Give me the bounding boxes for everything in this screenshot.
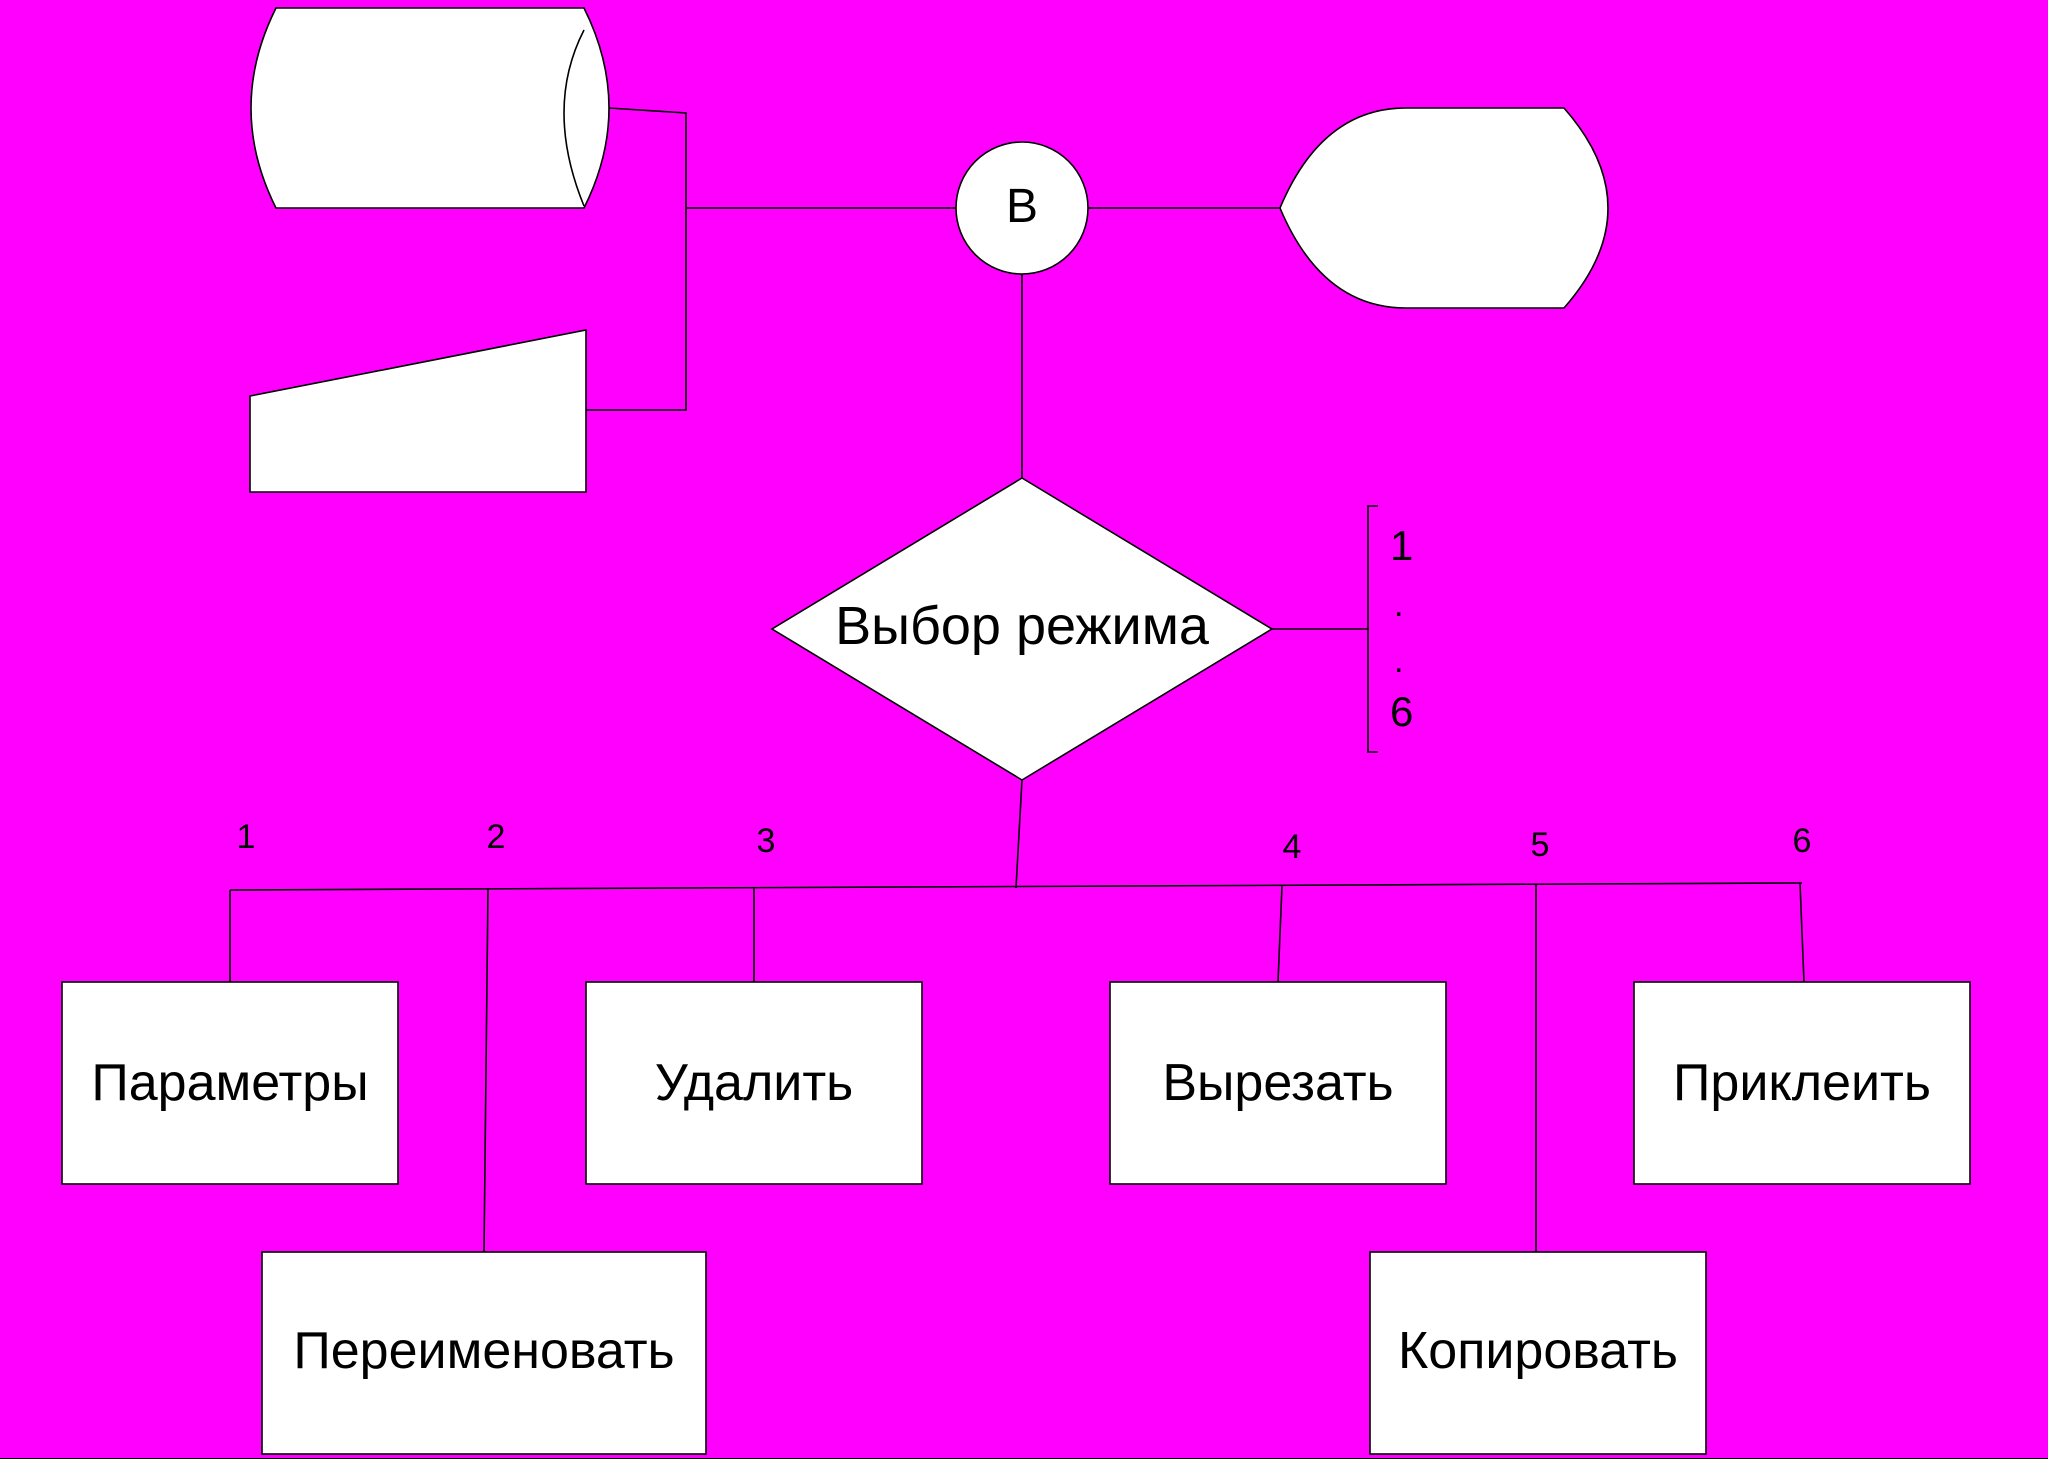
branch-number-2: 2 bbox=[487, 818, 506, 856]
box-rename-label: Переименовать bbox=[293, 1322, 674, 1380]
branch-number-3: 3 bbox=[757, 822, 776, 860]
stored-data-inner-curve bbox=[563, 29, 585, 207]
branch-number-4: 4 bbox=[1283, 828, 1302, 866]
box-rename bbox=[261, 1251, 707, 1455]
decision-label: Выбор режима bbox=[835, 596, 1210, 656]
range-start: 1 bbox=[1390, 522, 1413, 569]
range-bracket bbox=[1367, 505, 1378, 753]
box-copy-label: Копировать bbox=[1398, 1322, 1678, 1380]
line-branch-6 bbox=[1799, 882, 1805, 983]
line-decision-down bbox=[1015, 779, 1023, 889]
range-dot-1: . bbox=[1394, 586, 1403, 624]
line-branch-2 bbox=[483, 888, 489, 1253]
manual-input-shape bbox=[249, 329, 587, 493]
decision-diamond bbox=[770, 477, 1274, 781]
display-shape bbox=[1279, 107, 1609, 309]
box-cut bbox=[1109, 981, 1447, 1185]
connector-circle bbox=[955, 141, 1089, 275]
box-delete-label: Удалить bbox=[655, 1054, 854, 1112]
box-paste bbox=[1633, 981, 1971, 1185]
branch-number-1: 1 bbox=[237, 818, 256, 856]
line-branch-4 bbox=[1277, 885, 1283, 983]
connector-label: В bbox=[1006, 180, 1038, 233]
box-params-label: Параметры bbox=[91, 1054, 368, 1112]
box-copy bbox=[1369, 1251, 1707, 1455]
box-delete bbox=[585, 981, 923, 1185]
range-dot-2: . bbox=[1394, 642, 1403, 680]
line-drum-to-bus bbox=[586, 107, 687, 411]
branch-number-6: 6 bbox=[1793, 822, 1812, 860]
stored-data-shape bbox=[250, 7, 610, 209]
range-end: 6 bbox=[1390, 688, 1413, 735]
box-paste-label: Приклеить bbox=[1673, 1054, 1931, 1112]
branch-bus bbox=[229, 882, 1803, 891]
branch-number-5: 5 bbox=[1531, 826, 1550, 864]
box-cut-label: Вырезать bbox=[1162, 1054, 1393, 1112]
box-params bbox=[61, 981, 399, 1185]
